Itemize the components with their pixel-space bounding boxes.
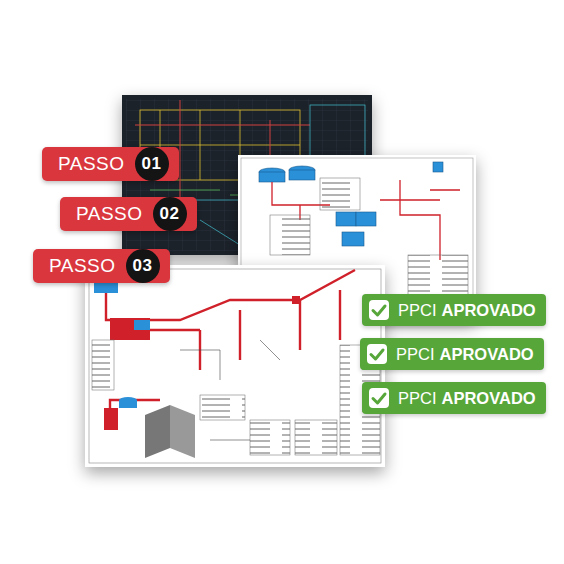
step-number-text: 03 bbox=[133, 256, 153, 276]
step-badge: PASSO 03 bbox=[33, 249, 170, 283]
check-icon bbox=[366, 343, 388, 365]
badge-text: PPCI bbox=[398, 389, 437, 408]
badge-text: PASSO bbox=[49, 255, 116, 277]
badge-text: PASSO bbox=[58, 153, 125, 175]
check-icon bbox=[368, 387, 390, 409]
badge-text: PPCI bbox=[396, 345, 435, 364]
badge-text: APROVADO bbox=[440, 345, 534, 364]
badge-text: APROVADO bbox=[442, 301, 536, 320]
step-badge: PASSO 02 bbox=[60, 197, 197, 231]
approved-badge: PPCI APROVADO bbox=[362, 294, 546, 326]
badge-text: APROVADO bbox=[442, 389, 536, 408]
badge-text: PPCI bbox=[398, 301, 437, 320]
step-number: 02 bbox=[153, 197, 187, 231]
step-number: 03 bbox=[126, 249, 160, 283]
step-number-text: 01 bbox=[142, 154, 162, 174]
approved-badge: PPCI APROVADO bbox=[360, 338, 544, 370]
step-badge: PASSO 01 bbox=[42, 147, 179, 181]
step-number-text: 02 bbox=[160, 204, 180, 224]
check-icon bbox=[368, 299, 390, 321]
step-number: 01 bbox=[135, 147, 169, 181]
approved-badge: PPCI APROVADO bbox=[362, 382, 546, 414]
badge-text: PASSO bbox=[76, 203, 143, 225]
